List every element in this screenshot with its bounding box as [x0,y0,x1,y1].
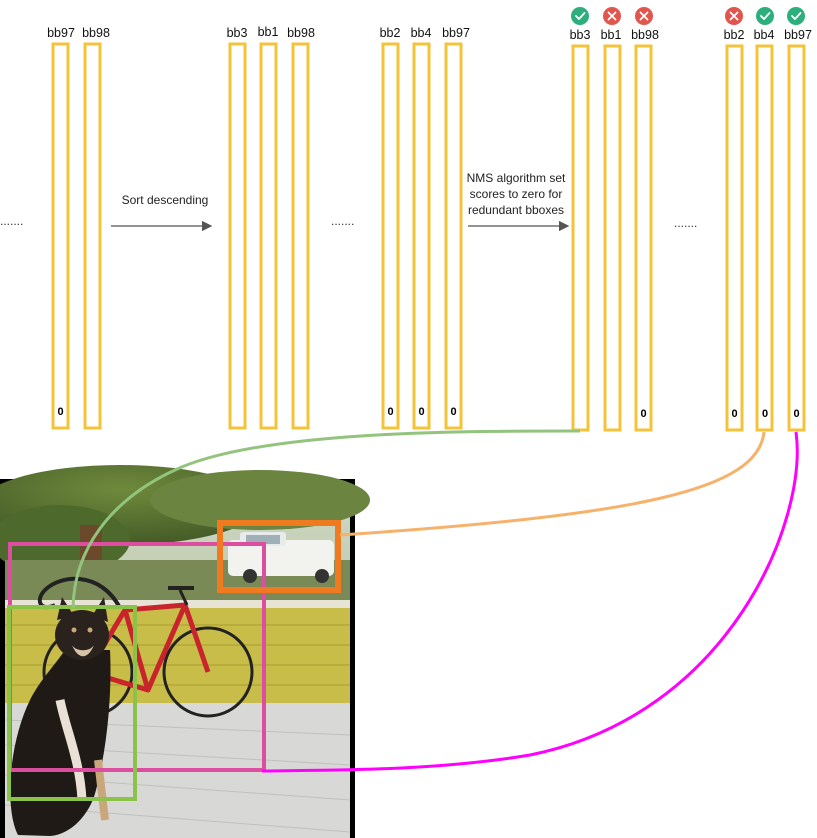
score-group-5: bb2 bb4 bb97 0 0 0 [724,7,812,432]
connector-bb97-bicycle [261,431,799,773]
zero-score: 0 [57,406,63,418]
bbox-label: bb98 [82,26,110,40]
bbox-label: bb2 [724,28,745,42]
bbox-label: bb97 [442,26,470,40]
cross-circle-icon [635,7,653,25]
cross-circle-icon [725,7,743,25]
score-bar [787,44,806,432]
sort-step: Sort descending [111,193,213,232]
zero-score: 0 [418,406,424,418]
sort-step-label: Sort descending [122,193,209,207]
nms-step: NMS algorithm set scores to zero for red… [467,171,570,232]
check-circle-icon [787,7,805,25]
ellipsis: ....... [674,216,697,230]
detection-box-truck [217,520,341,593]
bbox-label: bb3 [227,26,248,40]
zero-score: 0 [731,408,737,420]
score-bar [755,44,774,432]
score-bar [725,44,744,432]
score-bar [228,42,247,430]
score-bar [571,44,590,432]
zero-score: 0 [640,408,646,420]
bbox-label: bb2 [380,26,401,40]
bbox-label: bb1 [601,28,622,42]
bbox-label: bb3 [570,28,591,42]
score-bar [51,42,70,430]
bbox-label: bb97 [47,26,75,40]
score-bar [444,42,463,430]
bbox-label: bb97 [784,28,812,42]
score-group-1: bb97 bb98 0 [47,26,110,430]
detection-photo [0,465,370,838]
score-bar [259,42,278,430]
score-group-2: bb3 bb1 bb98 [227,25,315,430]
bbox-label: bb1 [258,25,279,39]
ellipsis: ....... [0,214,23,228]
zero-score: 0 [762,408,768,420]
score-bar [381,42,400,430]
bbox-label: bb98 [631,28,659,42]
bbox-label: bb4 [754,28,775,42]
ellipsis: ....... [331,214,354,228]
score-bar [603,44,622,432]
connector-bb3-dog [71,429,581,609]
nms-step-label: NMS algorithm set [467,171,566,185]
zero-score: 0 [450,406,456,418]
nms-step-label: redundant bboxes [468,203,564,217]
truck-shape [228,532,334,583]
cross-circle-icon [603,7,621,25]
nms-step-label: scores to zero for [470,187,563,201]
score-bar [412,42,431,430]
score-bar [83,42,102,430]
bbox-label: bb98 [287,26,315,40]
bbox-label: bb4 [411,26,432,40]
score-bar [634,44,653,432]
zero-score: 0 [793,408,799,420]
score-group-3: bb2 bb4 bb97 0 0 0 [380,26,470,430]
check-circle-icon [756,7,774,25]
zero-score: 0 [387,406,393,418]
connector-bb4-truck [339,431,766,537]
score-group-4: bb3 bb1 bb98 0 [570,7,659,432]
check-circle-icon [571,7,589,25]
score-bar [291,42,310,430]
